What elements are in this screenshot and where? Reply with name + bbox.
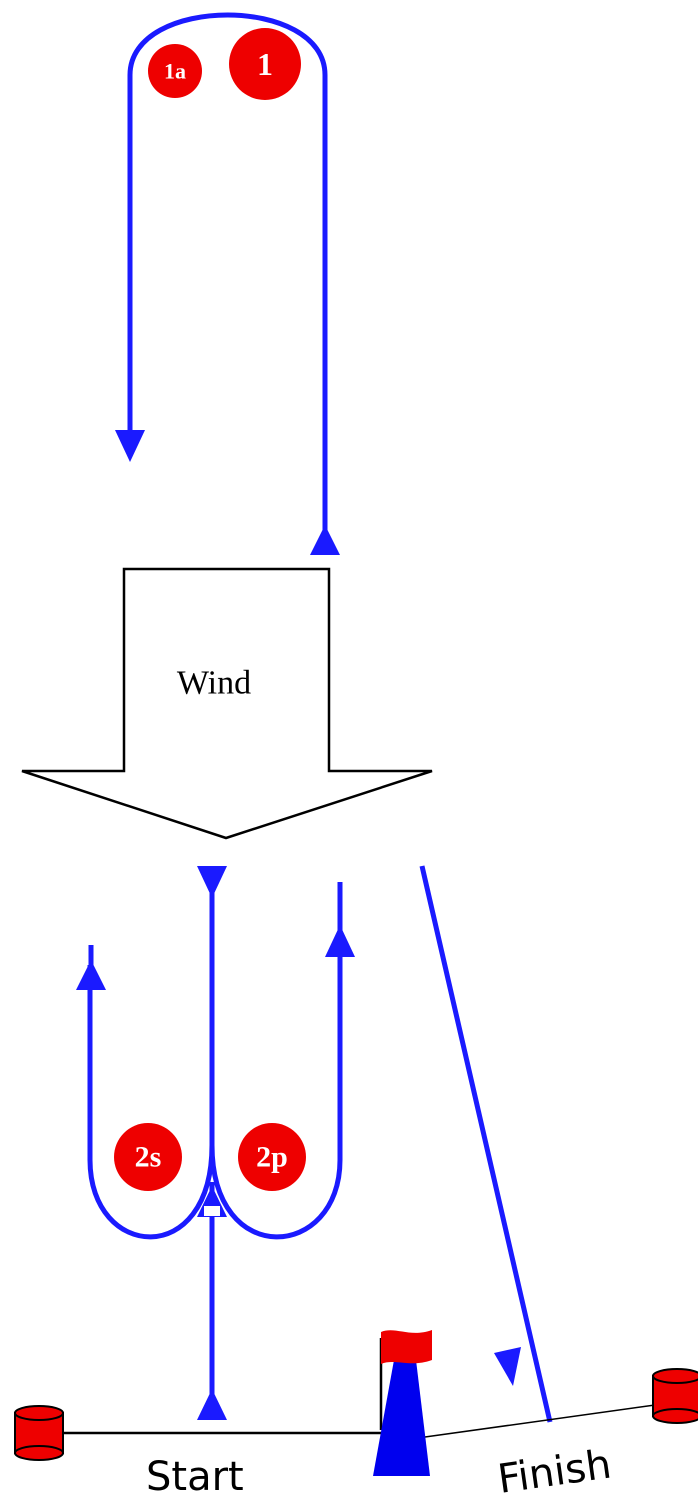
mark-1-label: 1 <box>257 46 273 82</box>
wind-arrow-icon: Wind <box>21 567 433 840</box>
mark-1a-label: 1a <box>164 59 186 84</box>
windward-leg <box>115 12 340 555</box>
mark-1: 1 <box>229 28 301 100</box>
finish-line-rule <box>424 1404 656 1438</box>
start-label: Start <box>146 1454 244 1498</box>
leeward-gate-legs <box>76 866 355 1240</box>
up-arrow-head <box>310 525 340 555</box>
start-beat-arrow-head-bottom <box>197 1389 227 1420</box>
finish-leg <box>419 865 553 1423</box>
flag-icon <box>381 1330 432 1364</box>
boat-hull <box>373 1360 430 1476</box>
arrow-notch <box>204 1206 220 1216</box>
finish-line: Finish <box>424 1404 656 1498</box>
mark-2s-label: 2s <box>135 1141 162 1174</box>
gate-2p-loop-path <box>209 925 343 1240</box>
start-beat-leg <box>197 1182 227 1420</box>
down-arrow-head <box>115 430 145 462</box>
mark-2p: 2p <box>238 1123 306 1191</box>
finish-arrow-head <box>494 1347 521 1386</box>
mark-2p-label: 2p <box>256 1141 288 1174</box>
windward-loop-path <box>127 12 328 545</box>
center-down-arrow-head <box>197 866 227 898</box>
committee-boat-icon <box>373 1330 432 1476</box>
mark-2s: 2s <box>114 1123 182 1191</box>
cylinder-buoy-icon <box>14 1405 64 1461</box>
wind-label: Wind <box>177 665 251 702</box>
start-line: Start <box>60 1431 382 1498</box>
finish-run-line <box>419 865 553 1423</box>
finish-label: Finish <box>495 1442 614 1498</box>
finish-buoy-icon <box>652 1368 698 1424</box>
gate-2s-loop-path <box>87 965 215 1240</box>
mark-1a: 1a <box>148 44 202 98</box>
